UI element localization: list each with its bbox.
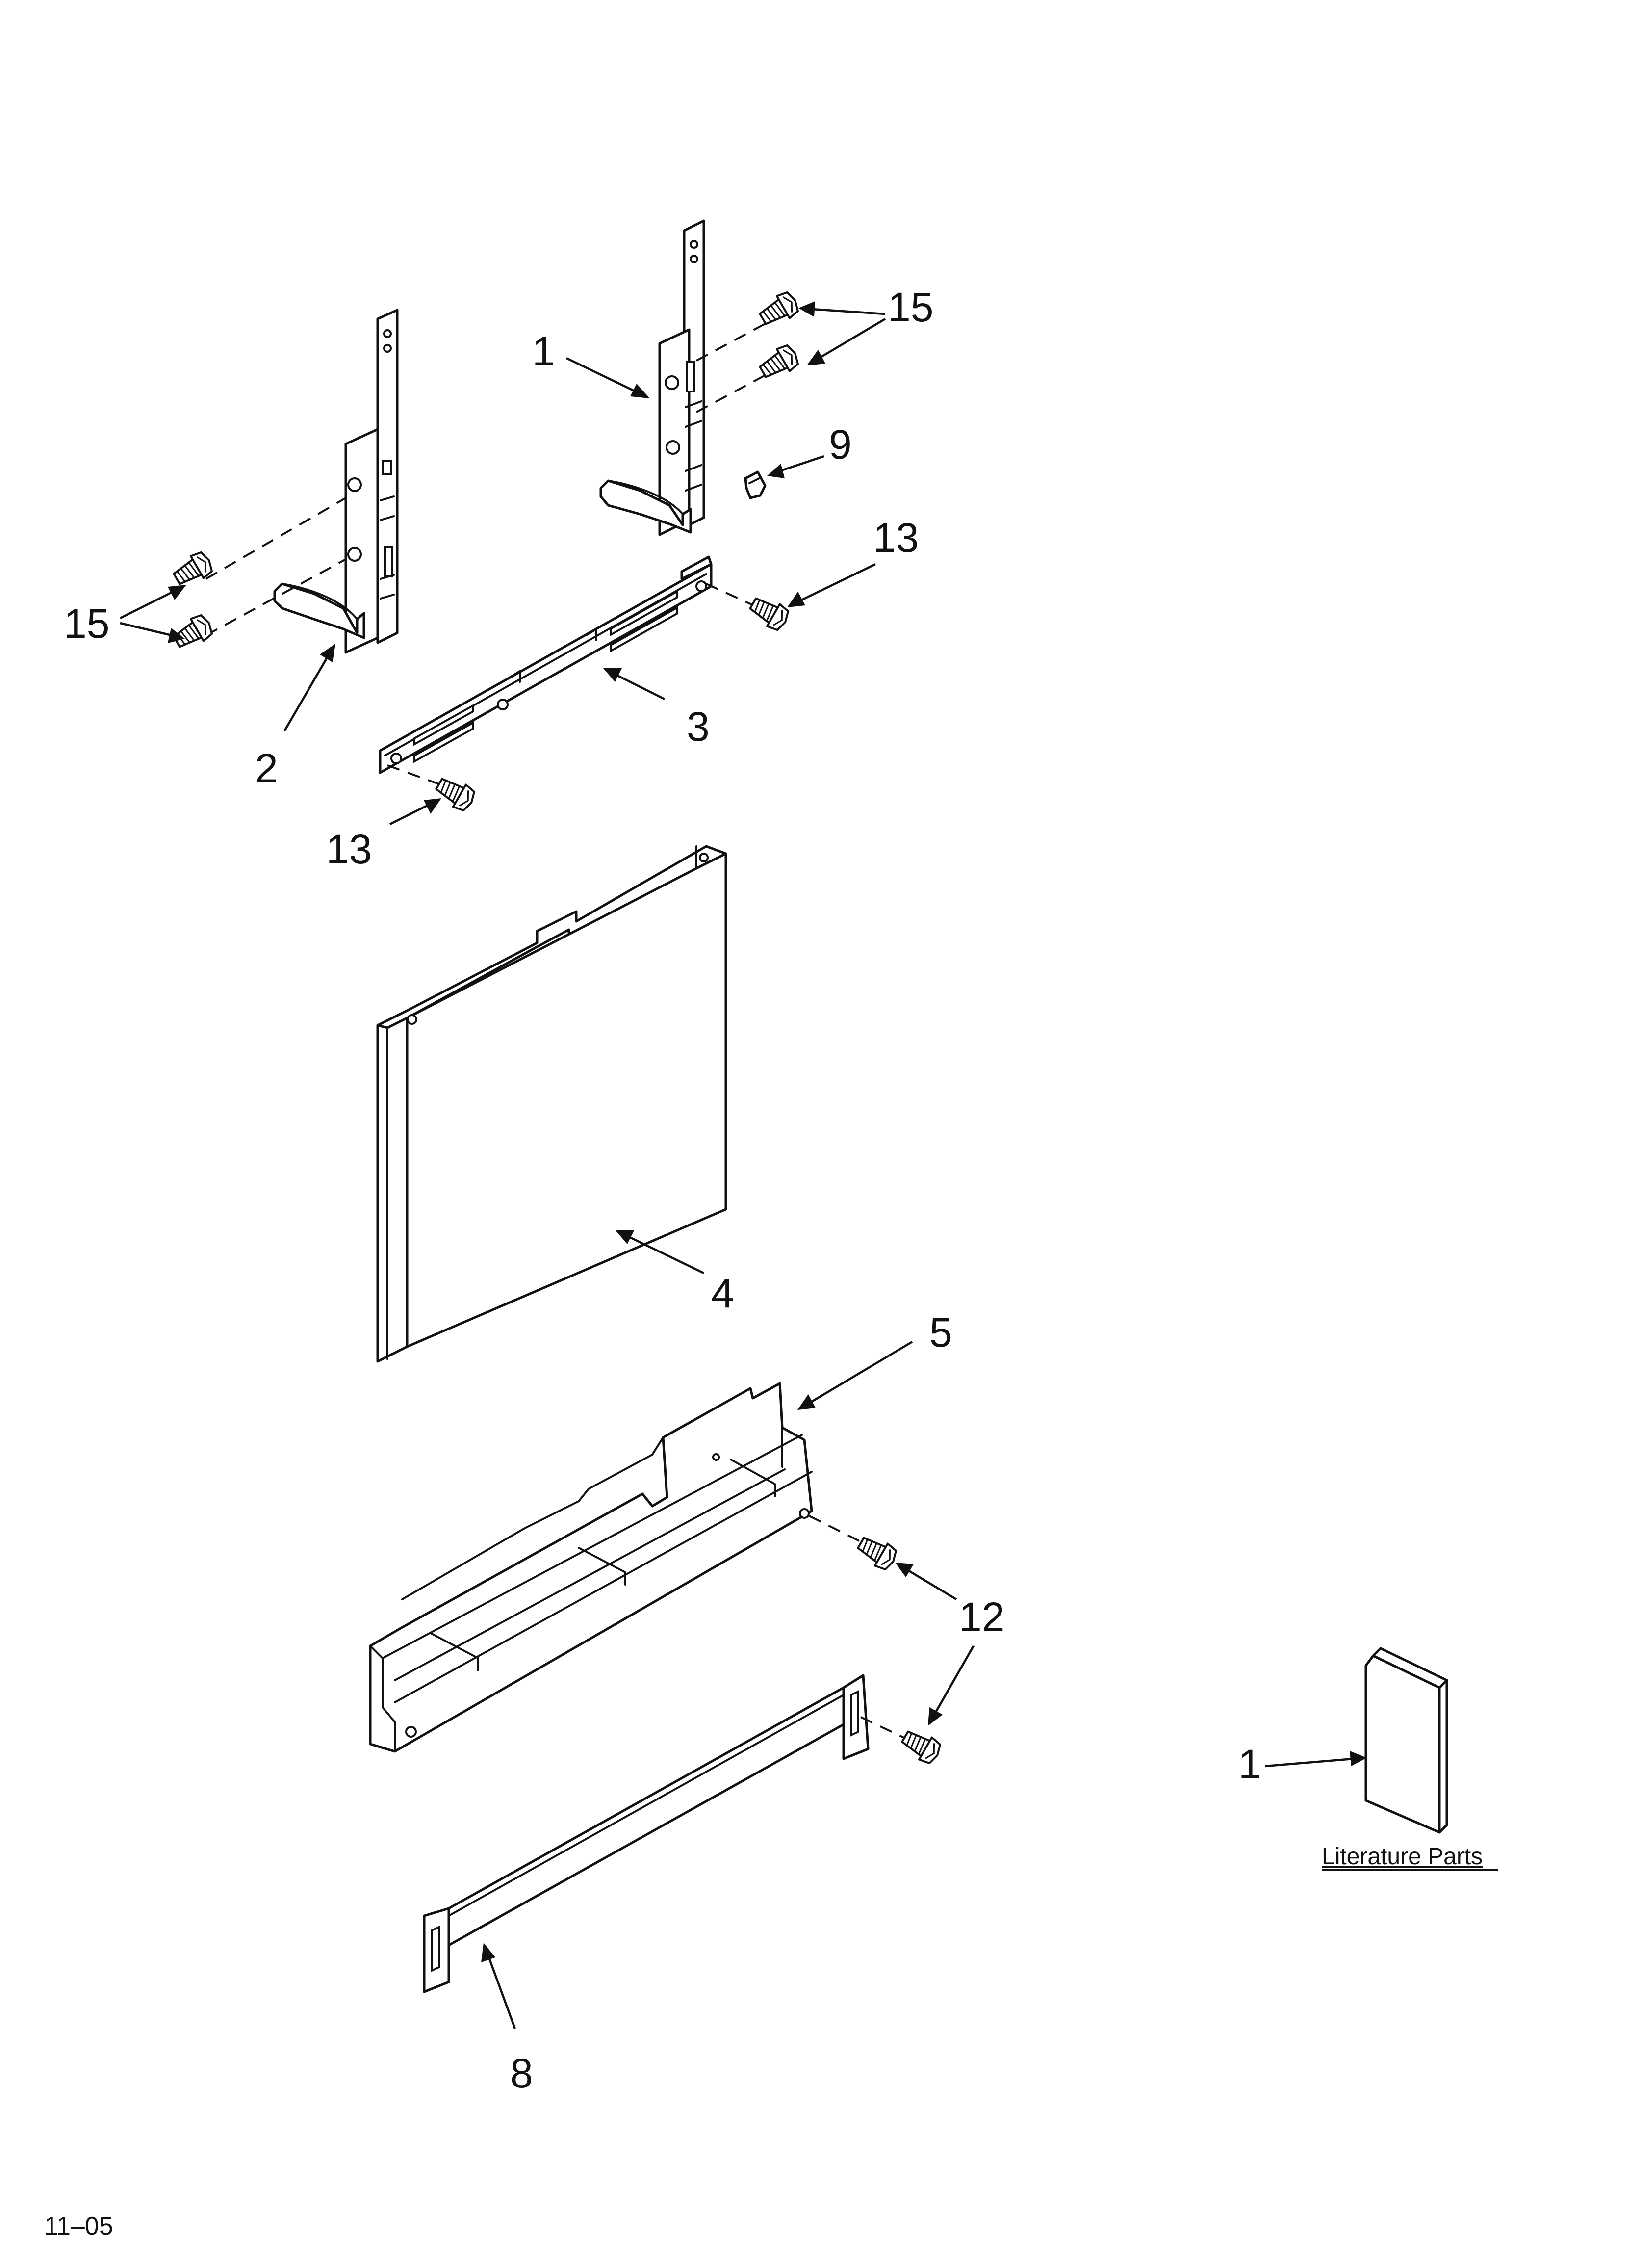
callout-13-right: 13 [873, 515, 919, 561]
callout-8: 8 [510, 2050, 533, 2096]
revision-date-code: 11–05 [44, 2212, 113, 2241]
callout-1-hinge: 1 [532, 328, 555, 374]
right-door-hinge-part-1 [599, 219, 705, 536]
left-door-hinge-part-2 [273, 309, 399, 654]
leader-lines [119, 301, 1367, 2029]
literature-parts-caption: Literature Parts [1322, 1844, 1483, 1870]
door-panel-part-4 [376, 845, 727, 1363]
literature-pack-part-1 [1364, 1647, 1448, 1834]
screw-part-12-lower [860, 1716, 945, 1768]
screw-part-13-left [387, 764, 479, 815]
toe-bracket-part-5 [369, 1382, 813, 1753]
callout-4: 4 [711, 1270, 734, 1316]
screws-part-15-right [696, 288, 803, 413]
callout-15-top: 15 [888, 284, 933, 330]
callout-5: 5 [929, 1309, 952, 1356]
callout-2: 2 [255, 745, 278, 791]
callout-3: 3 [687, 704, 710, 750]
screw-part-12-upper [809, 1515, 901, 1574]
screws-part-15-left [169, 497, 347, 654]
callout-15-left: 15 [64, 600, 109, 647]
callout-1-literature: 1 [1238, 1741, 1261, 1787]
hinge-bar-part-3 [379, 555, 713, 774]
callout-12: 12 [959, 1594, 1004, 1640]
screw-part-13-right [706, 583, 793, 634]
callout-13-left: 13 [326, 826, 372, 872]
callout-9: 9 [829, 421, 852, 468]
toe-strip-part-8 [423, 1674, 870, 1993]
clip-part-9 [744, 470, 767, 499]
